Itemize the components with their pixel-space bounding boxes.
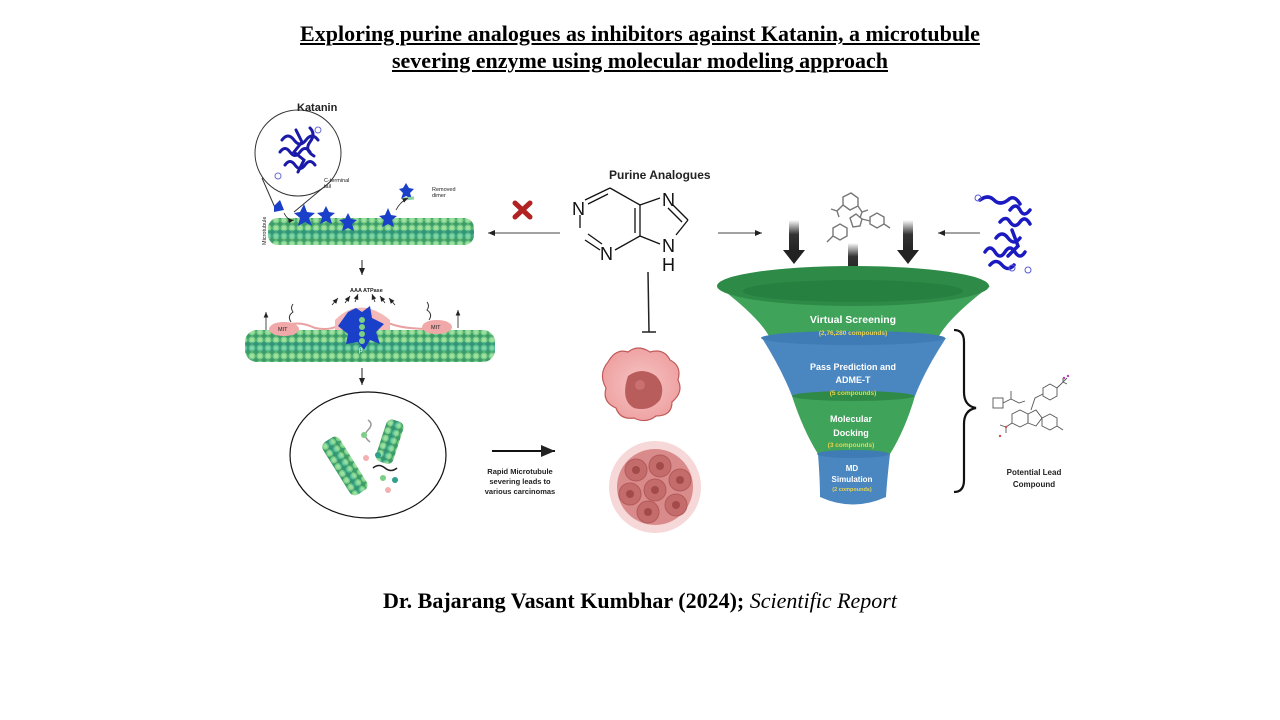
curly-brace [953,328,977,494]
stage-4-title-1: MD [846,464,859,473]
lead-compound-structure-icon [992,377,1068,433]
severing-text-2: severing leads to [489,477,551,486]
stage-1-title: Virtual Screening [810,314,896,326]
purine-analogues-label: Purine Analogues [609,168,711,182]
stage-2-title-2: ADME-T [836,375,871,385]
atom-h9: H [662,255,675,275]
mit-label-right: MIT [431,325,441,331]
microtubule-label: Microtubule [262,217,268,245]
funnel-stage-md-simulation [818,454,890,505]
citation-author: Dr. Bajarang Vasant Kumbhar (2024); [383,588,750,613]
inhibition-line [642,271,656,333]
stage-2-count: (5 compounds) [830,390,877,397]
stage-1-count: (2,76,280 compounds) [819,330,887,337]
c-terminal-label: C-terminal [324,178,349,184]
stage-3-count: (3 compounds) [828,442,875,449]
removed-dimer-label: Removed [432,187,456,193]
mit-label-left: MIT [278,327,288,333]
title-line-2: severing enzyme using molecular modeling… [391,48,888,73]
katanin-monomer-icons [274,183,414,231]
severing-text-3: various carcinomas [485,487,555,496]
microtubule-middle [245,293,495,362]
funnel-stage-molecular-docking [792,396,915,454]
lead-label-2: Compound [1013,480,1055,489]
removed-dimer-label-2: dimer [432,193,446,199]
microtubule-top [268,183,474,245]
beta-label: β [359,348,363,354]
purine-structure-icon [579,187,689,251]
atom-n9: N [662,236,675,256]
atom-n3: N [600,244,613,264]
mit-domain-left [269,322,299,336]
tumor-cluster-icon [609,441,701,533]
katanin-zoom-circle [254,109,342,213]
ligand-structures-icon [826,192,891,243]
katanin-label: Katanin [297,102,338,114]
mit-domain-right [422,320,452,334]
stage-3-title-1: Molecular [830,414,873,424]
aaa-atpase-label: AAA ATPase [350,288,383,294]
cancer-cell-icon [601,347,681,422]
title-line-1: Exploring purine analogues as inhibitors… [300,21,980,46]
katanin-protein-structure-icon [278,126,320,174]
target-protein-structure-icon [978,195,1032,271]
citation-journal: Scientific Report [749,588,897,613]
stage-3-title-2: Docking [833,428,869,438]
lead-label-1: Potential Lead [1007,468,1062,477]
citation: Dr. Bajarang Vasant Kumbhar (2024); Scie… [0,588,1280,614]
x-mark-icon [512,200,533,220]
stage-4-count: (2 compounds) [832,487,872,493]
atom-n7: N [662,190,675,210]
screening-funnel [717,266,990,505]
c-terminal-label-2: tail [324,184,331,190]
severing-text-1: Rapid Microtubule [487,467,552,476]
stage-4-title-2: Simulation [832,475,873,484]
funnel-stage-pass-prediction [762,338,946,396]
stage-2-title-1: Pass Prediction and [810,362,896,372]
atom-n1: N [572,199,585,219]
severed-microtubule-ellipse [289,391,447,519]
